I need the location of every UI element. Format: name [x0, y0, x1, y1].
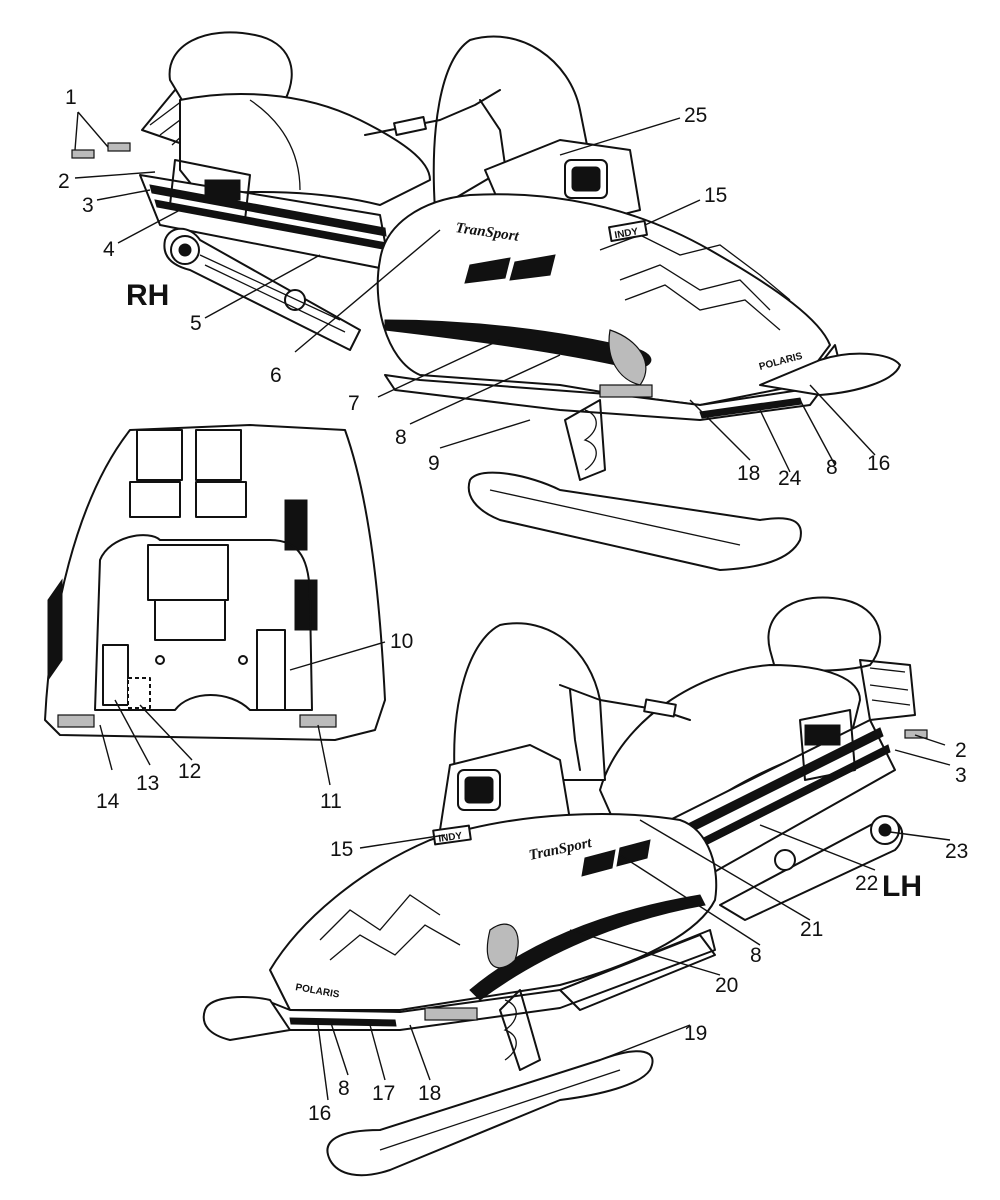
callout-label: 8 — [750, 944, 762, 967]
callout-label: 23 — [945, 840, 968, 863]
callout-label: 19 — [684, 1022, 707, 1045]
callout-label: 8 — [338, 1077, 350, 1100]
callout-label: 3 — [82, 194, 94, 217]
rh-seat — [179, 93, 431, 206]
callout-label: 15 — [704, 184, 727, 207]
leader-lines — [74, 111, 951, 1101]
svg-text:INDY: INDY — [438, 831, 464, 845]
rh-view-label: RH — [126, 279, 169, 312]
callout-label: 10 — [390, 630, 413, 653]
lh-windshield — [453, 622, 606, 781]
hood-underside-view — [44, 424, 386, 741]
rh-hood — [376, 193, 831, 406]
lh-snowmobile: TranSport INDY POLARIS — [202, 596, 928, 1177]
callout-label: 8 — [826, 456, 838, 479]
rh-windshield — [432, 35, 591, 211]
callout-label: 16 — [867, 452, 890, 475]
callout-label: 22 — [855, 872, 878, 895]
callout-label: 2 — [58, 170, 70, 193]
rh-stripe-decal — [464, 257, 511, 284]
callout-label: 17 — [372, 1082, 395, 1105]
callout-label: 18 — [418, 1082, 441, 1105]
callout-labels: 1 2 3 4 5 6 7 8 9 18 24 8 16 15 25 10 11… — [58, 86, 968, 1125]
callout-label: 4 — [103, 238, 115, 261]
rh-ski-rear — [759, 352, 901, 396]
hood-label-dashed — [127, 677, 151, 709]
callout-label: 15 — [330, 838, 353, 861]
callout-label: 9 — [428, 452, 440, 475]
callout-label: 11 — [320, 790, 342, 813]
callout-label: 6 — [270, 364, 282, 387]
callout-label: 1 — [65, 86, 77, 109]
callout-label: 18 — [737, 462, 760, 485]
callout-label: 2 — [955, 739, 967, 762]
callout-label: 8 — [395, 426, 407, 449]
callout-label: 21 — [800, 918, 823, 941]
lh-view-label: LH — [882, 870, 922, 903]
lh-stripe-decal — [581, 849, 616, 877]
callout-label: 12 — [178, 760, 201, 783]
svg-text:INDY: INDY — [614, 226, 640, 241]
callout-label: 16 — [308, 1102, 331, 1125]
callout-label: 7 — [348, 392, 360, 415]
callout-label: 25 — [684, 104, 707, 127]
callout-label: 3 — [955, 764, 967, 787]
callout-label: 14 — [96, 790, 120, 813]
callout-label: 20 — [715, 974, 738, 997]
callout-label: 13 — [136, 772, 159, 795]
rh-indy-badge: INDY — [608, 219, 648, 243]
rh-snowmobile: TranSport INDY POLARIS — [71, 31, 901, 571]
lh-indy-badge: INDY — [432, 824, 472, 846]
rh-track — [163, 227, 361, 351]
callout-label: 5 — [190, 312, 202, 335]
callout-label: 24 — [778, 467, 802, 490]
lh-ski-rear — [202, 996, 291, 1041]
